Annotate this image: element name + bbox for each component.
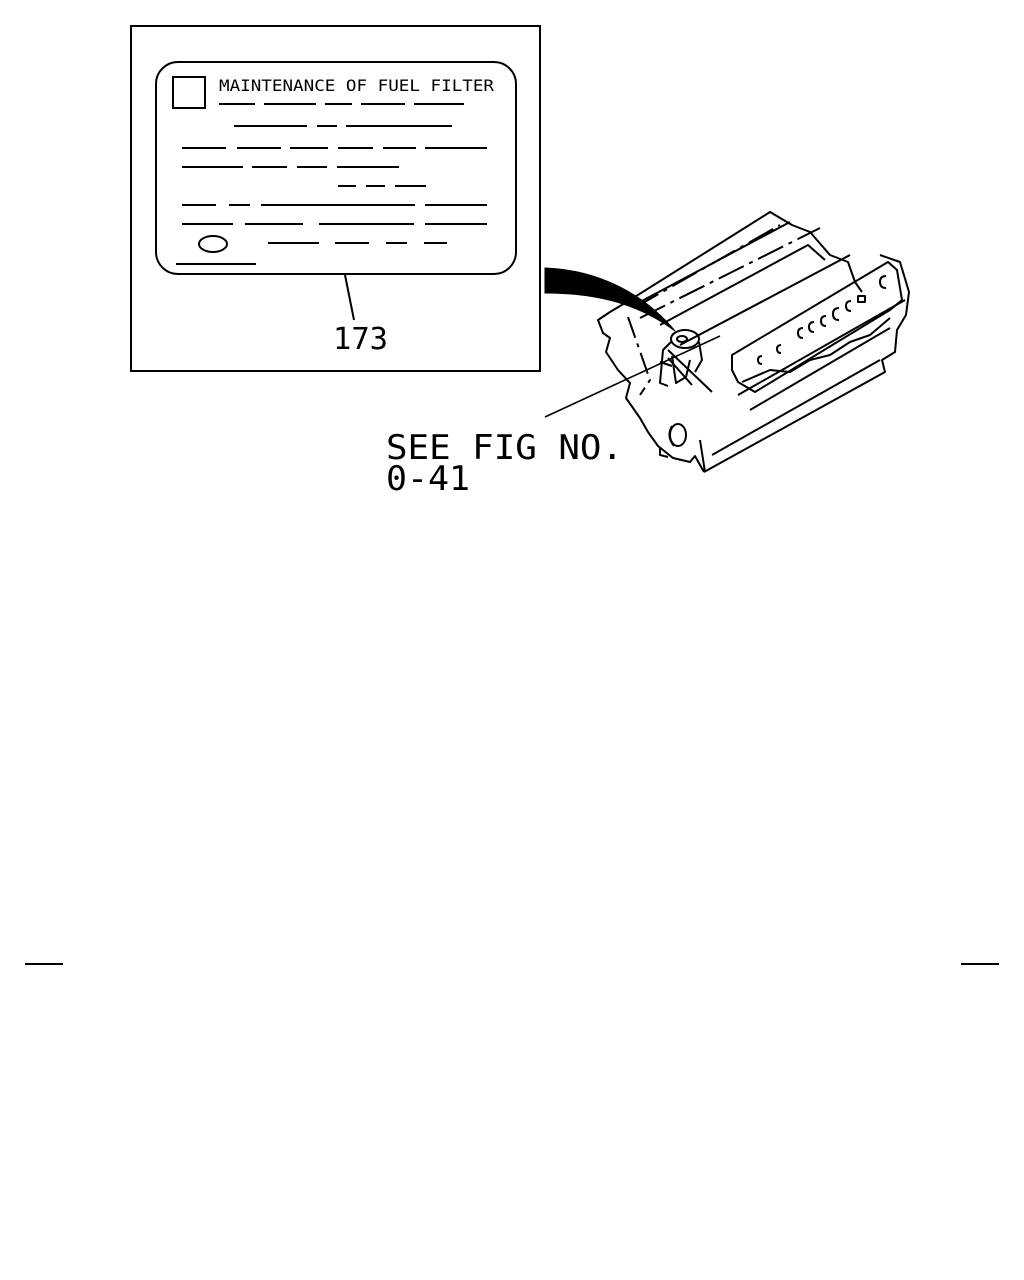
part-number: 173 (333, 322, 388, 357)
engine-head-rail (731, 261, 903, 393)
fuel-filter-icon (659, 329, 713, 393)
location-pointer (544, 267, 676, 332)
label-title: MAINTENANCE OF FUEL FILTER (219, 76, 494, 95)
label-checkbox-icon (172, 76, 206, 109)
engine-illustration (544, 211, 910, 473)
label-text-placeholder-lines (176, 103, 487, 265)
reference-line-2: 0-41 (386, 459, 470, 499)
engine-bolt-heads (757, 275, 887, 365)
label-oval-icon (198, 235, 228, 253)
detail-inset-frame (130, 25, 541, 372)
part-leader-line (344, 274, 355, 321)
reference-line-1: SEE FIG NO. (386, 428, 623, 468)
maintenance-label: MAINTENANCE OF FUEL FILTER (155, 61, 517, 275)
engine-top-cover (629, 211, 863, 301)
label-outline (155, 61, 517, 275)
